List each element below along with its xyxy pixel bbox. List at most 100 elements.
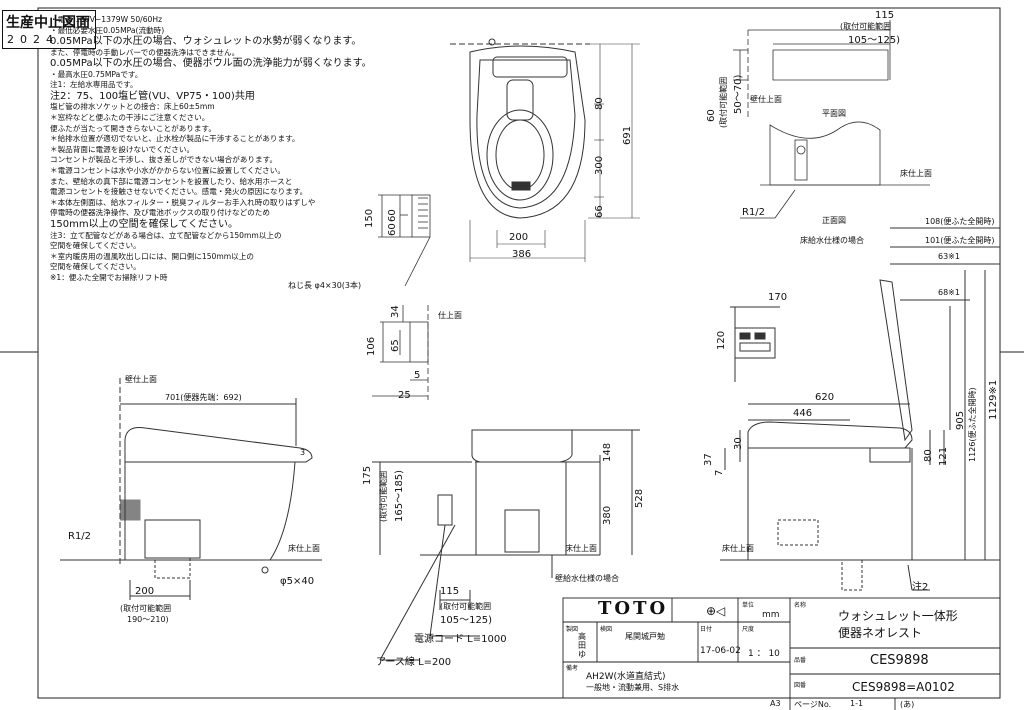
dim-905: 905 <box>955 410 966 430</box>
left-floor-label: 床仕上面 <box>288 544 320 553</box>
drawing-number-label: 図番 <box>794 682 807 689</box>
note-line: また、壁給水の真下部に電源コンセントを設置したり、給水用ホースと <box>50 176 293 186</box>
side-view-left <box>60 378 322 600</box>
screw-label: ねじ長 φ4×30(3本) <box>288 281 362 290</box>
projection-symbol-icon: ⊕◁ <box>706 604 726 618</box>
scale-label: 尺度 <box>742 626 755 633</box>
name-label: 名称 <box>794 602 807 609</box>
range-label-left: (取付可能範囲 <box>120 604 172 613</box>
note-line: ・最高水圧0.75MPaです。 <box>50 69 143 79</box>
note-line: 塩ビ管の排水ソケットとの接合：床上60±5mm <box>50 102 215 112</box>
revision-mark: (あ) <box>900 700 915 709</box>
note-line: ＊製品背面に電源を設けないでください。 <box>50 144 195 154</box>
dim-200: 200 <box>509 232 529 243</box>
spec-notes: ・電源 100V−1379W 50/60Hz ・最低必要水圧0.05MPa(流動… <box>50 15 372 283</box>
scale-value: 1 ： 10 <box>748 649 780 659</box>
side-view-right <box>720 227 1000 591</box>
note-line: 便ふたが当たって開ききらないことがあります。 <box>50 123 216 133</box>
plan-floor-label: 床仕上面 <box>900 169 932 178</box>
top-view-drawing <box>450 38 590 219</box>
dim-1129: 1129※1 <box>988 379 999 420</box>
note-line: 空間を確保してください。 <box>50 262 141 272</box>
check-label: 検図 <box>600 626 613 633</box>
drawing-number: CES9898=A0102 <box>852 680 955 694</box>
left-r-label: R1/2 <box>68 531 92 542</box>
dim-37: 37 <box>703 453 714 466</box>
dim-3: 3 <box>300 448 306 457</box>
dim-620: 620 <box>815 392 835 403</box>
dim-528: 528 <box>634 488 645 508</box>
dim-200-left: 200 <box>135 586 155 597</box>
remote-control-drawing <box>372 305 429 400</box>
stamp-line2: 2024 <box>7 33 59 46</box>
page-number: 1-1 <box>850 699 864 708</box>
top-view-dims <box>469 43 640 262</box>
dim-108: 108(便ふた全開時) <box>925 217 995 226</box>
dim-7: 7 <box>714 469 725 476</box>
note-line: 0.05MPa以下の水圧の場合、便器ボウル面の洗浄能力が弱くなります。 <box>50 58 372 70</box>
note2-label: 注2 <box>912 582 929 593</box>
dim-386: 386 <box>512 249 532 260</box>
date-value: 17-06-02 <box>700 646 741 656</box>
drawn-by: 高田ゆ <box>578 632 586 659</box>
dim-300: 300 <box>594 155 605 175</box>
note-line: コンセントが製品と干渉し、抜き差しができない場合があります。 <box>50 155 278 165</box>
note-line: 注1：左給水専用品です。 <box>50 80 138 90</box>
date-label: 日付 <box>700 626 713 633</box>
earth-label: アース線 L=200 <box>376 657 452 668</box>
dim-380: 380 <box>602 505 613 525</box>
dim-66: 66 <box>594 205 605 218</box>
plan-range-label: (取付可能範囲 <box>840 22 892 31</box>
plan-view-right <box>733 20 930 219</box>
front-supply-label: 壁給水仕様の場合 <box>555 574 619 583</box>
remark-1: AH2W(水道直結式) <box>586 672 666 682</box>
product-name-1: ウォシュレット一体形 <box>838 609 958 623</box>
dim-25: 25 <box>398 390 411 401</box>
dim-80: 80 <box>594 97 605 110</box>
note-line: ・最低必要水圧0.05MPa(流動時) <box>50 25 165 35</box>
dim-34: 34 <box>390 305 401 318</box>
note-line: ＊室内暖房用の温風吹出し口には、開口側に150mm以上の <box>50 251 254 261</box>
plan-range-val: 105〜125) <box>848 35 901 46</box>
dim-1126: 1126(便ふた全開時) <box>968 387 977 462</box>
stamp-line1: 生産中止図面 <box>6 15 90 31</box>
product-number: CES9898 <box>870 653 929 668</box>
left-wall-label: 壁仕上面 <box>125 375 157 384</box>
mounting-bracket <box>378 194 431 287</box>
plan-vert-label: (取付可能範囲 <box>719 76 728 128</box>
dim-65: 65 <box>390 339 401 352</box>
sheet-size: A3 <box>770 699 781 708</box>
cord-label: 電源コード L=1000 <box>414 634 507 645</box>
remark-2: 一般地・流動兼用、S排水 <box>586 683 680 692</box>
product-number-label: 品番 <box>794 657 807 664</box>
right-floor-label: 床仕上面 <box>722 544 754 553</box>
note-line: ※1：便ふた全開でお掃除リフト時 <box>50 272 168 282</box>
plan-wall-label: 壁仕上面 <box>750 95 782 104</box>
note-line: ・電源 100V−1379W 50/60Hz <box>50 15 163 24</box>
plan-r-label: R1/2 <box>742 207 766 218</box>
dim-120: 120 <box>716 330 727 350</box>
note-line: 0.05MPa以下の水圧の場合、ウォシュレットの水勢が弱くなります。 <box>50 36 362 48</box>
remarks-label: 備考 <box>566 665 579 672</box>
note-line: 空間を確保してください。 <box>50 241 141 251</box>
front-range2-val: 105〜125) <box>440 615 493 626</box>
plan-vert-val: 50〜70) <box>733 74 744 114</box>
dim-63: 63※1 <box>938 252 960 261</box>
dim-106: 106 <box>366 336 377 356</box>
brand-logo: TOTO <box>598 598 669 619</box>
dim-80-right: 80 <box>923 449 934 462</box>
note-line: ＊窓枠などと便ふたの干渉にご注意ください。 <box>50 113 210 123</box>
title-block-grid <box>562 597 1001 710</box>
dim-60b: 60 <box>387 223 398 236</box>
dim-691: 691 <box>622 125 633 145</box>
dim-5: 5 <box>414 370 421 381</box>
front-range2-label: (取付可能範囲 <box>440 602 492 611</box>
unit-label: 単位 <box>742 602 755 609</box>
dim-115-right: 115 <box>875 10 895 21</box>
dim-60a: 60 <box>387 209 398 222</box>
front-view <box>372 429 640 661</box>
front-view-title: 正面図 <box>822 216 846 225</box>
front-range-val: 165〜185) <box>394 469 405 522</box>
dim-701: 701(便器先端：692) <box>165 393 242 402</box>
